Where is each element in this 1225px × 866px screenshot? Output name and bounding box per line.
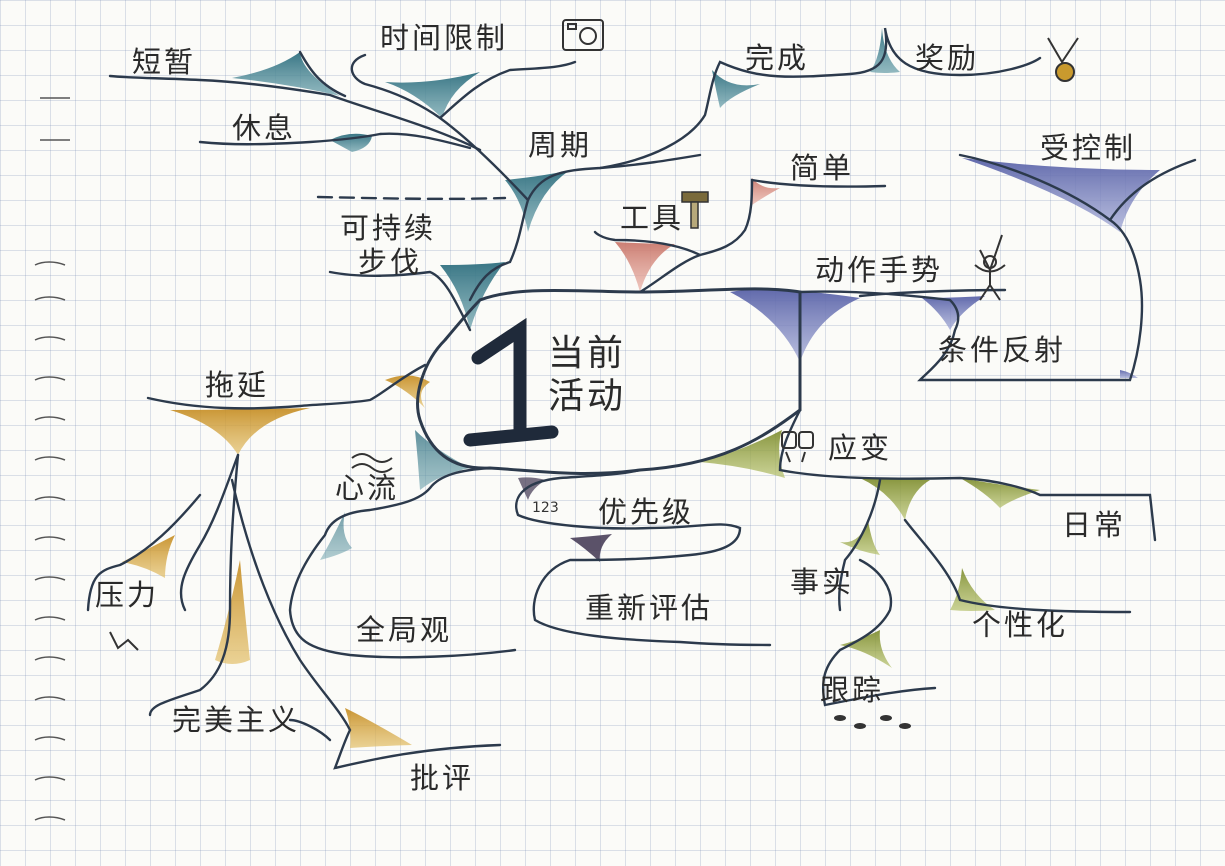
node-tiaojian-fanshe: 条件反射	[938, 333, 1066, 367]
node-yingbian: 应变	[828, 431, 892, 465]
node-shou-kongzhi: 受控制	[1040, 131, 1136, 165]
node-quanjuguan: 全局观	[356, 613, 452, 647]
node-shishi: 事实	[790, 565, 854, 599]
hammer-icon	[681, 191, 709, 229]
node-genzong: 跟踪	[820, 673, 884, 707]
node-wancheng: 完成	[745, 41, 809, 75]
node-jiangli: 奖励	[915, 41, 979, 75]
node-gongju: 工具	[620, 201, 684, 235]
branch-lines	[86, 27, 1197, 770]
squiggle-icon	[351, 453, 393, 473]
number-one-glyph	[463, 317, 559, 447]
central-topic-line2: 活动	[548, 376, 626, 417]
node-chongxin-pinggu: 重新评估	[585, 591, 713, 625]
node-yali: 压力	[95, 578, 159, 612]
node-kechixu-line1: 可持续	[340, 211, 436, 245]
node-labels: 短暂 时间限制 休息 周期 完成 奖励 受控制 简单 工具 可持续 步伐 动作手…	[95, 21, 1136, 795]
node-youxianji: 优先级	[598, 495, 694, 529]
node-wanmei-zhuyi: 完美主义	[172, 703, 300, 737]
node-gexinghua: 个性化	[972, 608, 1068, 642]
node-shijian-xianzhi: 时间限制	[380, 21, 508, 55]
node-zhouqi: 周期	[528, 128, 592, 162]
node-duanzan: 短暂	[132, 45, 196, 79]
chain-icon	[781, 431, 814, 463]
camera-icon	[562, 19, 604, 51]
node-tuoyan: 拖延	[205, 368, 269, 402]
node-kechixu-line2: 步伐	[358, 245, 422, 279]
pressure-icon	[109, 631, 139, 651]
node-jiandan: 简单	[790, 151, 854, 185]
node-piping: 批评	[410, 761, 474, 795]
stick-figure-icon	[974, 234, 1006, 301]
node-dongzuo-shoushi: 动作手势	[815, 253, 943, 287]
margin-ticks	[34, 97, 70, 821]
node-xiuxi: 休息	[232, 111, 296, 145]
medal-icon	[1047, 37, 1079, 82]
node-richang: 日常	[1062, 508, 1126, 542]
central-topic: 1 当前 活动	[0, 0, 626, 447]
node-youxianji-badge: 123	[532, 500, 559, 516]
central-topic-line1: 当前	[548, 333, 626, 374]
node-xinliu: 心流	[335, 471, 399, 505]
footprints-icon	[834, 715, 911, 729]
central-topic-number: 1	[0, 0, 1, 1]
